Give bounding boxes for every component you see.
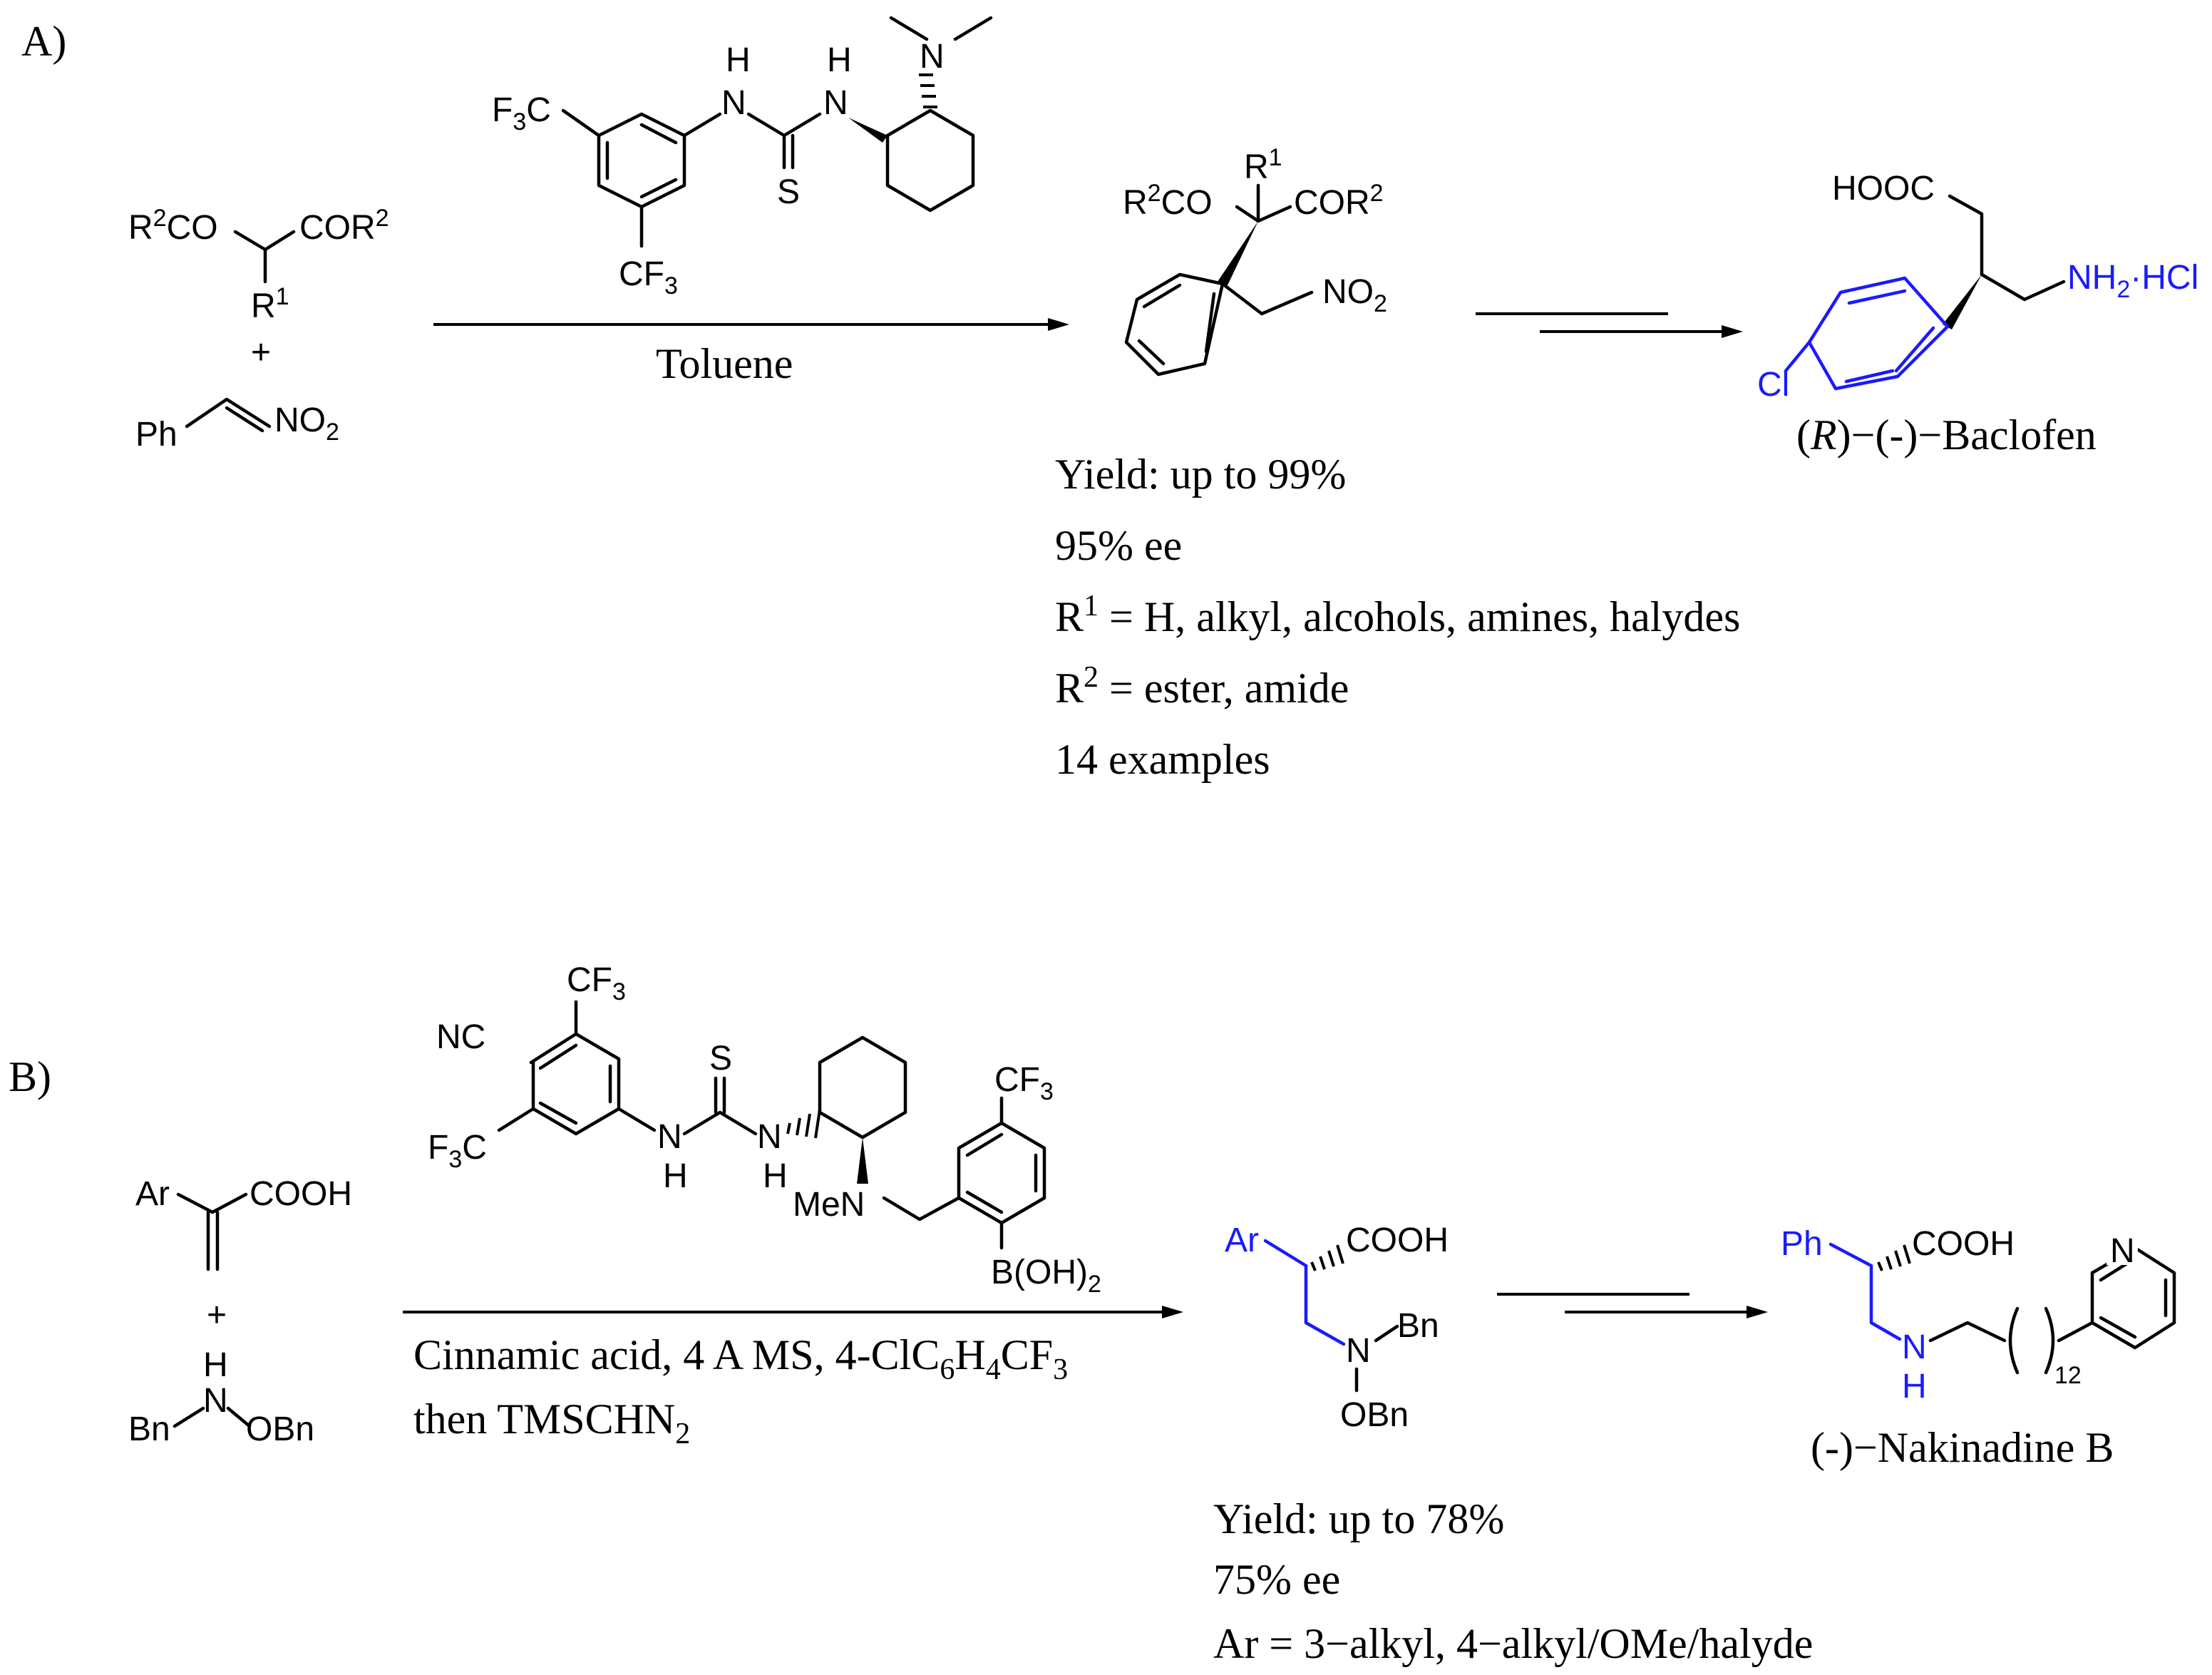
r1-scope: R1 = H, alkyl, alcohols, amines, halydes: [1055, 590, 1740, 640]
hashed-bond: [1310, 1244, 1344, 1271]
panel-a-label: A): [21, 18, 66, 65]
results-b: Yield: up to 78% 75% ee Ar = 3−alkyl, 4−…: [1213, 1495, 1813, 1667]
acrylic-acid-reactant: Ar COOH: [135, 1175, 352, 1271]
svg-text:H: H: [763, 1157, 788, 1195]
plus-sign-b: +: [207, 1296, 227, 1334]
svg-text:CF3: CF3: [994, 1061, 1054, 1105]
thiourea-catalyst-a: F3C CF3 H N S H N N: [492, 16, 993, 299]
yield-b: Yield: up to 78%: [1213, 1495, 1504, 1542]
svg-text:MeN: MeN: [793, 1186, 865, 1224]
nakinadine-name: (-)−Nakinadine B: [1811, 1424, 2114, 1471]
svg-text:NH2·HCl: NH2·HCl: [2067, 259, 2198, 303]
hashed-bond: [1877, 1244, 1911, 1271]
svg-text:N: N: [203, 1382, 228, 1420]
svg-text:COOH: COOH: [1912, 1225, 2015, 1263]
ee-b: 75% ee: [1213, 1556, 1340, 1603]
svg-text:COR2: COR2: [299, 205, 389, 247]
svg-text:Ar: Ar: [1225, 1221, 1259, 1259]
svg-text:N: N: [823, 84, 848, 122]
svg-text:HOOC: HOOC: [1832, 170, 1935, 208]
nitrostyrene-reactant: Ph NO2: [135, 397, 339, 454]
yield-a: Yield: up to 99%: [1055, 451, 1346, 498]
svg-text:OBn: OBn: [246, 1410, 314, 1448]
michael-adduct-product: R2CO R1 COR2 NO2: [1123, 144, 1387, 377]
solvent-label: Toluene: [656, 340, 793, 387]
svg-text:H: H: [726, 41, 751, 79]
svg-text:N: N: [757, 1118, 782, 1156]
svg-text:12: 12: [2054, 1362, 2082, 1389]
svg-text:Ph: Ph: [135, 416, 178, 454]
plus-sign-a: +: [251, 334, 271, 372]
svg-text:Bn: Bn: [128, 1410, 170, 1448]
svg-text:NC: NC: [436, 1018, 485, 1056]
svg-text:Bn: Bn: [1397, 1307, 1439, 1345]
multistep-arrow-a: [1476, 312, 1743, 338]
svg-text:S: S: [777, 173, 800, 211]
svg-text:Cl: Cl: [1757, 366, 1789, 404]
svg-text:Ar: Ar: [135, 1175, 170, 1213]
baclofen-structure: HOOC NH2·HCl Cl: [1757, 170, 2198, 404]
svg-text:N: N: [1902, 1328, 1927, 1366]
nakinadine-structure: Ph COOH N H 12 N: [1781, 1225, 2176, 1405]
svg-text:S: S: [709, 1040, 732, 1077]
svg-text:N: N: [1346, 1332, 1371, 1370]
svg-text:R2CO: R2CO: [128, 205, 218, 247]
svg-text:OBn: OBn: [1340, 1396, 1409, 1434]
svg-text:NO2: NO2: [1322, 273, 1387, 317]
hydroxylamine-reactant: H N Bn OBn: [128, 1346, 314, 1448]
ee-a: 95% ee: [1055, 522, 1182, 569]
r2-scope: R2 = ester, amide: [1055, 661, 1349, 712]
svg-text:N: N: [657, 1118, 682, 1156]
svg-text:H: H: [1902, 1368, 1927, 1405]
svg-text:H: H: [827, 41, 852, 79]
thiourea-catalyst-b: CF3 NC F3C N H S N H MeN CF3 B(OH)2: [428, 961, 1101, 1298]
reaction-arrow-a: [433, 318, 1069, 331]
aminoacid-product: Ar COOH N Bn OBn: [1225, 1221, 1449, 1434]
svg-text:R1: R1: [1244, 144, 1282, 186]
svg-text:COOH: COOH: [250, 1175, 352, 1213]
svg-text:H: H: [663, 1157, 688, 1195]
svg-text:N: N: [721, 84, 746, 122]
svg-text:N: N: [920, 38, 945, 76]
panel-b-label: B): [9, 1053, 51, 1100]
svg-text:Ph: Ph: [1781, 1225, 1823, 1263]
svg-text:COOH: COOH: [1346, 1221, 1449, 1259]
svg-text:R1: R1: [251, 283, 289, 325]
hashed-bond: [786, 1109, 821, 1139]
ar-scope: Ar = 3−alkyl, 4−alkyl/OMe/halyde: [1213, 1620, 1813, 1667]
svg-text:B(OH)2: B(OH)2: [991, 1254, 1101, 1298]
conditions-line-2: then TMSCHN2: [413, 1395, 690, 1450]
svg-text:H: H: [203, 1346, 228, 1384]
svg-text:NO2: NO2: [274, 401, 339, 446]
malonate-reactant: R2CO COR2 R1: [128, 205, 389, 325]
svg-text:CF3: CF3: [619, 255, 678, 299]
svg-text:COR2: COR2: [1294, 180, 1384, 222]
results-a: Yield: up to 99% 95% ee R1 = H, alkyl, a…: [1055, 451, 1740, 783]
examples-count: 14 examples: [1055, 736, 1270, 783]
svg-text:F3C: F3C: [492, 91, 551, 135]
baclofen-name: (R)−(-)−Baclofen: [1796, 411, 2097, 459]
svg-text:R2CO: R2CO: [1123, 180, 1213, 222]
svg-text:CF3: CF3: [567, 961, 626, 1005]
multistep-arrow-b: [1497, 1293, 1768, 1318]
hashed-bond: [919, 73, 937, 108]
conditions-line-1: Cinnamic acid, 4 A MS, 4-ClC6H4CF3: [413, 1331, 1068, 1386]
svg-text:F3C: F3C: [428, 1129, 487, 1173]
svg-text:N: N: [2110, 1232, 2135, 1270]
reaction-arrow-b: [403, 1306, 1183, 1318]
